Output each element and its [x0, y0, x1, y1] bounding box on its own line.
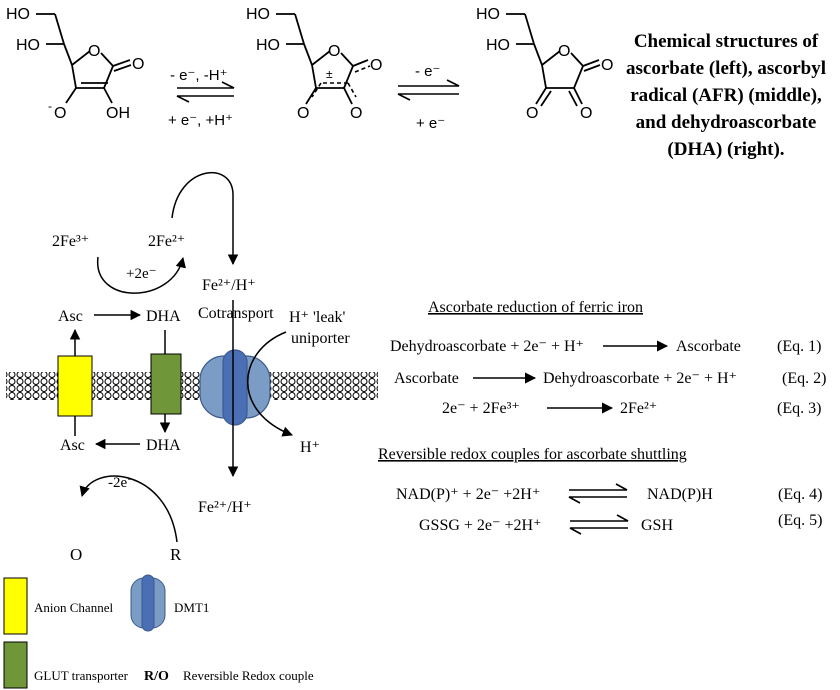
- dha-ring-o: O: [558, 43, 570, 60]
- reaction2-reverse-label: + e⁻: [416, 115, 445, 132]
- eq4-left: NAD(P)⁺ + 2e⁻ +2H⁺: [396, 486, 540, 503]
- eq3-tag: (Eq. 3): [777, 400, 821, 417]
- eq1-right: Ascorbate: [676, 338, 741, 355]
- eq4-equilibrium-arrow: [568, 483, 628, 504]
- legend-glut-label: GLUT transporter: [34, 668, 129, 683]
- afr-delocalized-bonds: [311, 65, 371, 98]
- afr-o-right: O: [350, 105, 362, 122]
- eq4-tag: (Eq. 4): [778, 486, 822, 503]
- asc-ring-o: O: [88, 43, 100, 60]
- equilibrium-arrow-2: [397, 79, 460, 101]
- eq3-right: 2Fe²⁺: [620, 400, 657, 417]
- afr-o-left: O: [297, 105, 309, 122]
- label-r: R: [170, 545, 182, 564]
- label-2fe2: 2Fe²⁺: [148, 233, 185, 250]
- label-asc-bottom: Asc: [60, 437, 85, 454]
- label-dha-top: DHA: [146, 308, 181, 325]
- ascorbate-structure: [36, 13, 132, 104]
- label-h-leak: H⁺ 'leak': [289, 309, 346, 326]
- afr-ho-top: HO: [246, 6, 270, 23]
- label-2fe3: 2Fe³⁺: [52, 233, 89, 250]
- legend-glut-swatch: [3, 641, 28, 689]
- label-o: O: [70, 545, 82, 564]
- caption-line-1: Chemical structures of: [633, 31, 819, 52]
- anion-channel: [57, 355, 93, 417]
- eq1-tag: (Eq. 1): [777, 338, 821, 355]
- eq5-equilibrium-arrow: [569, 514, 629, 535]
- dha-ho-top: HO: [476, 6, 500, 23]
- afr-ring-o: O: [328, 43, 340, 60]
- glut-transporter: [150, 353, 182, 415]
- label-fe2h-top: Fe²⁺/H⁺: [202, 277, 256, 294]
- label-cotransport: Cotransport: [198, 305, 274, 322]
- afr-structure: [276, 13, 369, 105]
- figure-caption: Chemical structures of ascorbate (left),…: [612, 28, 840, 163]
- fe-reduction-arrow: [97, 256, 186, 294]
- h-leak-arrow: [247, 331, 293, 437]
- asc-anion-o: O: [54, 105, 66, 122]
- eq3-left: 2e⁻ + 2Fe³⁺: [442, 400, 520, 417]
- afr-radical-dot: ±: [326, 67, 333, 81]
- label-asc-top: Asc: [58, 308, 83, 325]
- legend-dmt1-swatch: [130, 574, 166, 632]
- caption-line-5: (DHA) (right).: [667, 139, 785, 160]
- asc-ho-mid: HO: [16, 37, 40, 54]
- afr-ho-mid: HO: [256, 37, 280, 54]
- equations-header-1: Ascorbate reduction of ferric iron: [428, 299, 643, 316]
- eq4-right: NAD(P)H: [647, 486, 713, 503]
- asc-oh: OH: [106, 105, 130, 122]
- eq5-right: GSH: [641, 517, 673, 534]
- dha-structure: [506, 13, 601, 107]
- dha-carbonyl-o: O: [601, 57, 613, 74]
- eq1-left: Dehydroascorbate + 2e⁻ + H⁺: [390, 338, 584, 355]
- legend-dmt1-label: DMT1: [174, 600, 209, 615]
- eq2-left: Ascorbate: [394, 370, 459, 387]
- equations-header-2: Reversible redox couples for ascorbate s…: [378, 446, 687, 463]
- label-minus-2e: -2e⁻: [108, 475, 135, 491]
- eq5-tag: (Eq. 5): [778, 512, 822, 529]
- label-dha-bottom: DHA: [146, 437, 181, 454]
- label-h-out: H⁺: [300, 439, 320, 456]
- caption-line-4: and dehydroascorbate: [635, 112, 817, 133]
- label-uniporter: uniporter: [291, 330, 350, 347]
- asc-ho-top: HO: [6, 6, 30, 23]
- legend-redox-symbol: R/O: [144, 669, 169, 684]
- reaction1-reverse-label: + e⁻, +H⁺: [168, 112, 233, 129]
- label-fe2h-bottom: Fe²⁺/H⁺: [198, 499, 252, 516]
- caption-line-2: ascorbate (left), ascorbyl: [626, 58, 826, 79]
- eq5-left: GSSG + 2e⁻ +2H⁺: [419, 517, 542, 534]
- dha-ho-mid: HO: [486, 37, 510, 54]
- reaction1-forward-label: - e⁻, -H⁺: [170, 67, 228, 84]
- reaction2-forward-label: - e⁻: [415, 63, 440, 80]
- eq2-right: Dehydroascorbate + 2e⁻ + H⁺: [543, 370, 737, 387]
- legend-anion-channel-swatch: [3, 577, 28, 635]
- legend-anion-channel-label: Anion Channel: [34, 600, 113, 615]
- legend-redox-label: Reversible Redox couple: [183, 668, 314, 683]
- equilibrium-arrow-1: [176, 81, 235, 103]
- fe2-to-transport-arrow: [171, 171, 239, 266]
- asc-carbonyl-o: O: [132, 56, 144, 73]
- label-plus-2e: +2e⁻: [126, 266, 157, 282]
- eq2-tag: (Eq. 2): [782, 370, 826, 387]
- afr-carbonyl-o: O: [370, 57, 382, 74]
- caption-line-3: radical (AFR) (middle),: [630, 85, 822, 106]
- asc-anion-charge: -: [48, 99, 52, 113]
- redox-couple-arrow: [79, 475, 178, 543]
- dha-o-left: O: [526, 105, 538, 122]
- dha-o-right: O: [580, 105, 592, 122]
